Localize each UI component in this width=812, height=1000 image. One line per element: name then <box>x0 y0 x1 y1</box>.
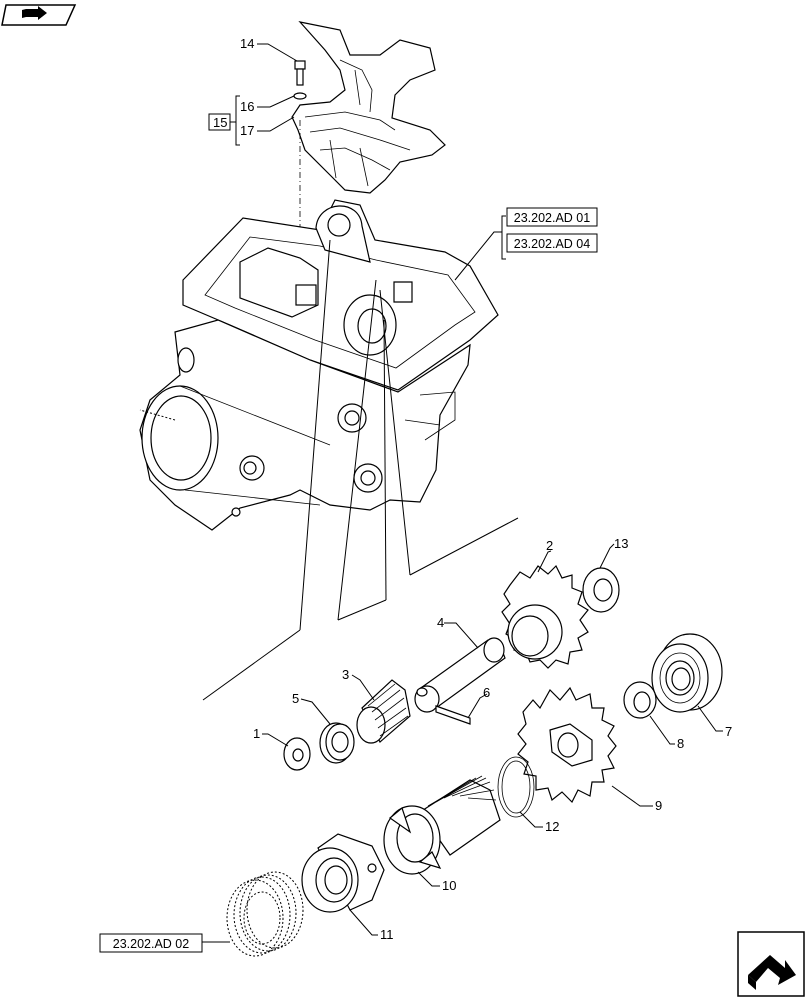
book-arrow-icon[interactable] <box>1 4 77 26</box>
svg-text:23.202.AD 04: 23.202.AD 04 <box>514 237 590 251</box>
callout-1: 1 <box>253 726 260 741</box>
callout-3: 3 <box>342 667 349 682</box>
callout-13: 13 <box>614 536 628 551</box>
reference-ad02[interactable]: 23.202.AD 02 <box>99 933 203 953</box>
callout-17: 17 <box>240 123 254 138</box>
callout-6: 6 <box>483 685 490 700</box>
callout-8: 8 <box>677 736 684 751</box>
assembly-lines <box>202 239 519 701</box>
callout-box-15 <box>208 113 231 131</box>
reference-ad01[interactable]: 23.202.AD 01 <box>506 207 598 227</box>
circlip-12 <box>497 756 535 818</box>
leader-lines <box>202 43 723 943</box>
screw <box>294 60 306 86</box>
ball-bearing-7 <box>651 633 723 713</box>
callout-14: 14 <box>240 36 254 51</box>
callout-2: 2 <box>546 538 553 553</box>
spacer-8 <box>623 681 657 719</box>
splined-hub-10 <box>383 775 501 875</box>
svg-text:23.202.AD 02: 23.202.AD 02 <box>113 937 189 951</box>
washer <box>293 92 307 100</box>
callout-12: 12 <box>545 819 559 834</box>
clutch-pack <box>226 871 304 957</box>
ring-5 <box>319 722 355 764</box>
svg-text:23.202.AD 01: 23.202.AD 01 <box>514 211 590 225</box>
gear-9 <box>517 686 617 804</box>
washer-1 <box>283 737 311 771</box>
reference-ad04[interactable]: 23.202.AD 04 <box>506 233 598 253</box>
callout-15: 15 <box>213 115 227 130</box>
pin-6 <box>435 705 471 725</box>
callout-5: 5 <box>292 691 299 706</box>
shaft-4 <box>414 637 506 713</box>
callout-16: 16 <box>240 99 254 114</box>
next-page-arrow-icon[interactable] <box>737 931 805 997</box>
mounting-bracket <box>291 21 446 194</box>
thrust-washer-13 <box>582 567 620 613</box>
callout-9: 9 <box>655 798 662 813</box>
callout-labels: 14 15 16 17 2 13 4 3 6 5 1 7 8 9 12 10 1… <box>213 36 732 942</box>
callout-10: 10 <box>442 878 456 893</box>
pto-housing <box>139 199 499 531</box>
needle-bearing-3 <box>356 679 411 744</box>
callout-11: 11 <box>380 927 394 942</box>
callout-7: 7 <box>725 724 732 739</box>
callout-4: 4 <box>437 615 444 630</box>
gear-2 <box>501 564 589 669</box>
clutch-hub-11 <box>301 833 385 913</box>
